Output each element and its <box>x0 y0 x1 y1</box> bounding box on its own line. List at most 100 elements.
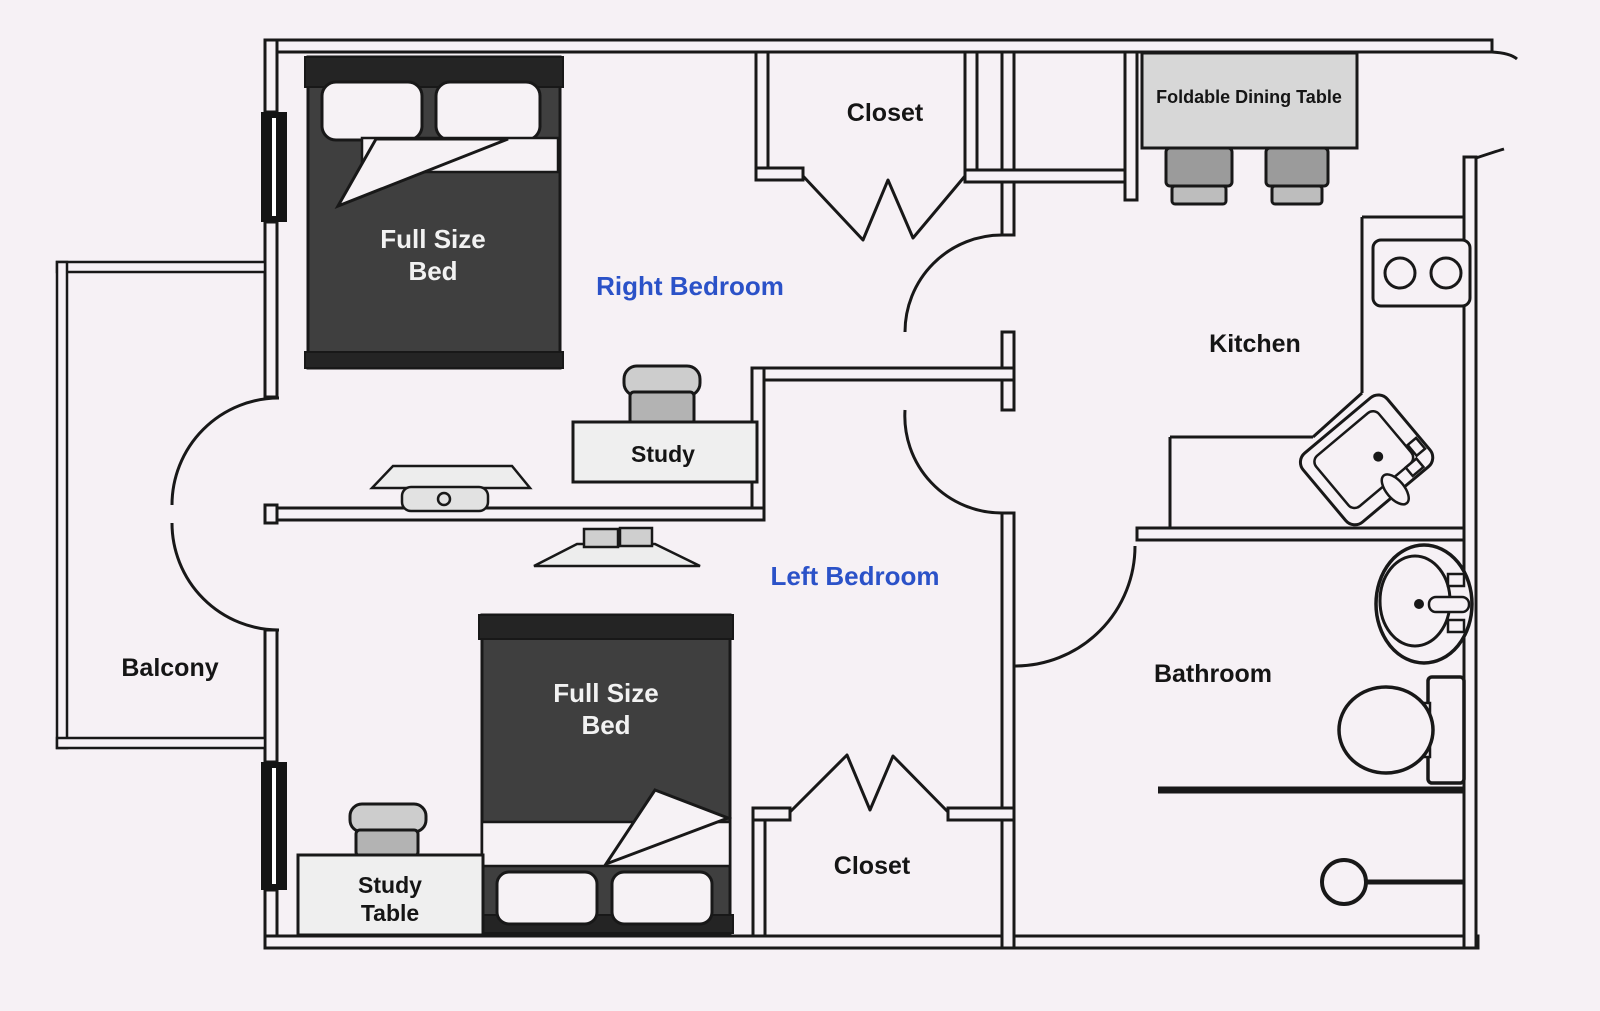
shower-head-icon <box>1320 858 1368 906</box>
burner <box>1429 256 1463 290</box>
room-label-closet-top: Closet <box>847 99 924 127</box>
closet-bottom-wall-stub <box>751 806 792 822</box>
faucet <box>1427 595 1471 614</box>
furniture-label-study-table-2: Table <box>361 900 419 926</box>
wall-left-seg <box>263 220 279 399</box>
wall-right <box>1462 155 1478 950</box>
room-label-bathroom: Bathroom <box>1154 660 1272 688</box>
exterior-walls <box>263 38 1518 950</box>
door-swing-arc-icon <box>903 409 1003 515</box>
toilet-bowl <box>1337 685 1435 775</box>
furniture-label-dining-table: Foldable Dining Table <box>1156 87 1342 107</box>
drain-dot <box>1414 599 1424 609</box>
faucet-handle <box>1446 572 1466 588</box>
bed-right-bedroom <box>304 55 564 370</box>
toilet <box>1337 675 1466 785</box>
tv-stand <box>400 485 490 513</box>
chair-back <box>348 802 428 834</box>
corridor-wall-upper <box>1000 50 1016 237</box>
interior-walls <box>275 50 1466 950</box>
footboard <box>304 351 564 369</box>
closet-bottom-wall-left <box>751 806 767 938</box>
closet-doors <box>788 174 967 814</box>
wall-left-seg <box>263 888 279 938</box>
dining-chair <box>1164 146 1234 188</box>
door-swing-arc-icon <box>903 233 1003 333</box>
room-label-left-bedroom: Left Bedroom <box>771 561 940 591</box>
furniture-label-study-table-1: Study <box>358 872 422 898</box>
wall-left-stub <box>263 503 279 525</box>
faucet-handle <box>1403 456 1426 478</box>
headboard <box>478 614 734 640</box>
wall-top <box>263 38 1494 54</box>
pillow <box>495 870 599 926</box>
study-desk <box>571 420 759 484</box>
shower-area <box>1158 786 1464 906</box>
dining-chair-seat <box>1170 184 1228 206</box>
dining-chair <box>1264 146 1330 188</box>
wall-left-seg <box>263 628 279 764</box>
kitchen-counter <box>1168 215 1464 528</box>
stove-two-burner-icon <box>1371 238 1472 308</box>
window-glass-line <box>272 768 276 884</box>
sheet-fold <box>334 137 509 209</box>
corridor-wall-top <box>963 168 1139 184</box>
sheet-fold <box>602 788 733 868</box>
bathroom-wall-top <box>1135 526 1466 542</box>
dining-chair-seat <box>1270 184 1324 206</box>
tv-speaker <box>582 527 620 549</box>
bedroom-divider-lower <box>275 506 766 522</box>
room-label-right-bedroom: Right Bedroom <box>596 271 784 301</box>
bedroom-divider-upper <box>750 366 1016 382</box>
wall-end-curl <box>1491 50 1518 61</box>
room-label-closet-bottom: Closet <box>834 852 911 880</box>
chair-seat <box>354 828 420 858</box>
door-swing-arc-icon <box>170 396 280 506</box>
furniture-label-bed-top-2: Bed <box>408 256 457 286</box>
bifold-door-icon <box>788 753 950 814</box>
balcony-walls <box>55 260 267 750</box>
tv-speaker <box>618 526 654 548</box>
study-table <box>296 853 485 937</box>
counter-edge <box>1311 391 1364 439</box>
tv-top-view-icon <box>369 464 533 490</box>
balcony-doors <box>170 396 280 632</box>
room-label-kitchen: Kitchen <box>1209 330 1301 358</box>
faucet-handle <box>1405 436 1427 458</box>
study-table-group <box>296 802 485 937</box>
dining-set <box>1140 51 1359 206</box>
bed-left-bedroom <box>478 613 734 935</box>
balcony-wall-bottom <box>55 736 267 750</box>
furniture-label-bed-top-1: Full Size <box>380 224 485 254</box>
pillow <box>434 80 542 142</box>
pillow <box>610 870 714 926</box>
wall-end-curl <box>1475 147 1505 160</box>
windows <box>261 112 287 890</box>
wall-left-seg <box>263 38 279 114</box>
wall-bottom <box>263 934 1480 950</box>
closet-top-wall-right <box>963 50 979 182</box>
drain-dot <box>1373 451 1384 462</box>
dining-nook-wall <box>1123 50 1139 202</box>
stove <box>1371 238 1472 308</box>
tv-stand-knob <box>436 491 452 507</box>
bathroom-sink <box>1374 543 1474 665</box>
interior-doors <box>903 233 1137 668</box>
kitchen-sink <box>1298 393 1435 527</box>
room-label-balcony: Balcony <box>121 654 218 682</box>
closet-top-wall-stub <box>754 166 805 182</box>
dining-table <box>1140 51 1359 150</box>
chair-seat <box>628 390 696 426</box>
balcony-wall-left <box>55 260 69 750</box>
bifold-door-icon <box>801 174 967 242</box>
burner <box>1383 256 1417 290</box>
tv-units <box>369 464 701 568</box>
door-swing-arc-icon <box>170 522 280 632</box>
furniture-label-bed-bottom-2: Bed <box>581 710 630 740</box>
study-desk-group <box>571 364 759 484</box>
closet-bottom-wall-stub <box>946 806 1016 822</box>
bathroom-wall-left <box>1000 511 1016 950</box>
pillow <box>320 80 424 142</box>
